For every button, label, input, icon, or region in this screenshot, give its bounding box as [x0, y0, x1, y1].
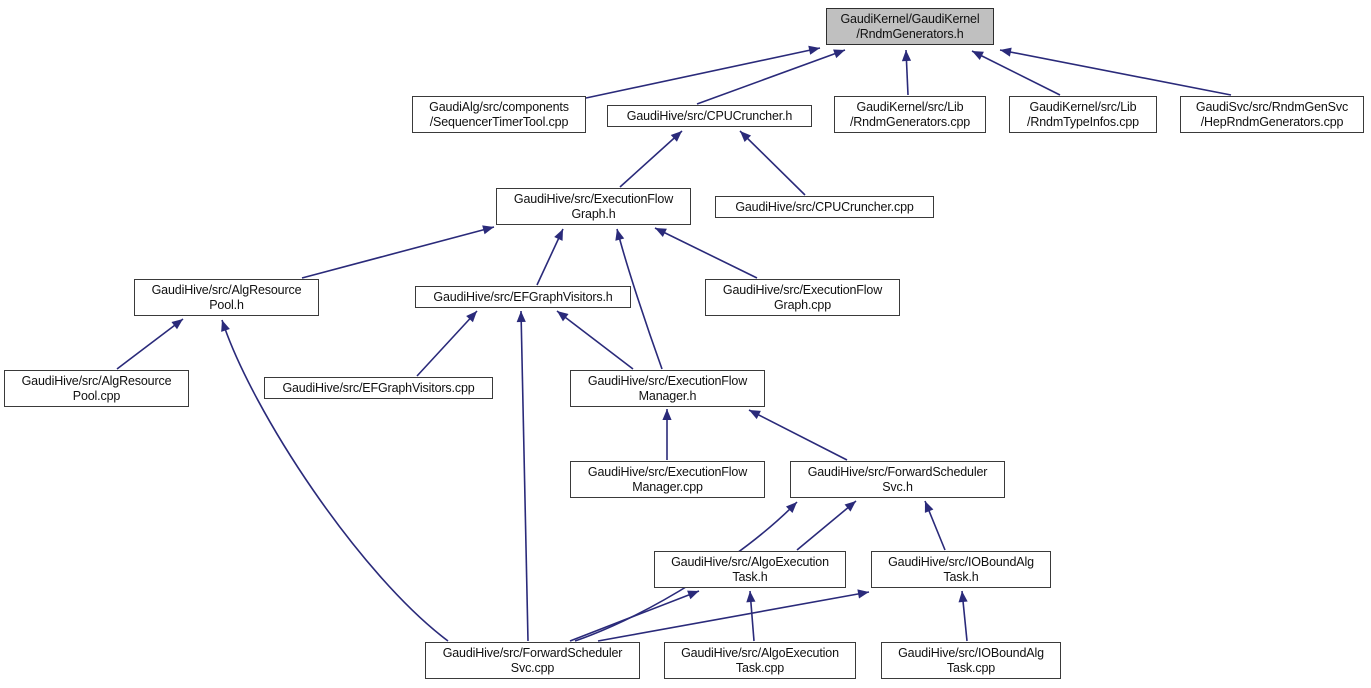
- graph-node-algresourcepool_h[interactable]: GaudiHive/src/AlgResource Pool.h: [134, 279, 319, 316]
- graph-edge-ioboundalgtask_h-to-forwardschedulersvc_h: [924, 500, 946, 551]
- graph-node-executionflowmanager_h[interactable]: GaudiHive/src/ExecutionFlow Manager.h: [570, 370, 765, 407]
- graph-edge-forwardschedulersvc_cpp-to-efgraphvisitors_h: [516, 310, 529, 642]
- graph-node-label: GaudiSvc/src/RndmGenSvc /HepRndmGenerato…: [1195, 99, 1349, 129]
- graph-node-label: GaudiHive/src/AlgoExecution Task.h: [671, 554, 829, 584]
- graph-node-forwardschedulersvc_cpp[interactable]: GaudiHive/src/ForwardScheduler Svc.cpp: [425, 642, 640, 679]
- graph-node-lib_rndmgenerators_cpp[interactable]: GaudiKernel/src/Lib /RndmGenerators.cpp: [834, 96, 986, 133]
- graph-node-label: GaudiHive/src/ExecutionFlow Manager.cpp: [587, 464, 748, 494]
- arrowhead-icon: [958, 591, 968, 603]
- graph-edge-executionflowgraph_cpp-to-executionflowgraph_h: [654, 227, 758, 279]
- arrowhead-icon: [857, 589, 869, 599]
- graph-node-cpucruncher_cpp[interactable]: GaudiHive/src/CPUCruncher.cpp: [715, 196, 934, 218]
- graph-node-label: GaudiHive/src/ExecutionFlow Graph.h: [513, 191, 674, 221]
- arrowhead-icon: [833, 49, 845, 59]
- graph-node-label: GaudiAlg/src/components /SequencerTimerT…: [429, 99, 569, 129]
- arrowhead-icon: [655, 228, 667, 237]
- arrowhead-icon: [746, 591, 756, 603]
- graph-node-algoexecutiontask_cpp[interactable]: GaudiHive/src/AlgoExecution Task.cpp: [664, 642, 856, 679]
- arrowhead-icon: [554, 229, 563, 241]
- graph-node-efgraphvisitors_h[interactable]: GaudiHive/src/EFGraphVisitors.h: [415, 286, 631, 308]
- arrowhead-icon: [662, 409, 672, 420]
- graph-edge-algresourcepool_h-to-executionflowgraph_h: [301, 225, 495, 279]
- graph-edge-algresourcepool_cpp-to-algresourcepool_h: [116, 318, 184, 370]
- graph-edge-forwardschedulersvc_cpp-to-algresourcepool_h: [221, 319, 449, 642]
- arrowhead-icon: [516, 311, 526, 323]
- graph-node-label: GaudiHive/src/AlgoExecution Task.cpp: [681, 645, 839, 675]
- graph-node-label: GaudiHive/src/EFGraphVisitors.cpp: [282, 380, 475, 395]
- graph-node-label: GaudiKernel/src/Lib /RndmGenerators.cpp: [849, 99, 971, 129]
- graph-edge-algoexecutiontask_h-to-forwardschedulersvc_h: [796, 500, 857, 551]
- graph-edge-efgraphvisitors_cpp-to-efgraphvisitors_h: [416, 310, 478, 377]
- graph-edge-executionflowmanager_cpp-to-executionflowmanager_h: [662, 409, 672, 460]
- arrowhead-icon: [557, 311, 569, 322]
- graph-node-executionflowgraph_cpp[interactable]: GaudiHive/src/ExecutionFlow Graph.cpp: [705, 279, 900, 316]
- graph-edge-algoexecutiontask_cpp-to-algoexecutiontask_h: [746, 590, 756, 642]
- graph-node-label: GaudiHive/src/CPUCruncher.h: [626, 108, 793, 123]
- graph-node-label: GaudiHive/src/ExecutionFlow Manager.h: [587, 373, 748, 403]
- arrowhead-icon: [749, 410, 761, 420]
- graph-edge-forwardschedulersvc_cpp-to-ioboundalgtask_h: [597, 589, 870, 642]
- arrowhead-icon: [808, 45, 820, 55]
- arrowhead-icon: [924, 501, 934, 513]
- graph-node-label: GaudiHive/src/ForwardScheduler Svc.h: [807, 464, 988, 494]
- graph-node-algoexecutiontask_h[interactable]: GaudiHive/src/AlgoExecution Task.h: [654, 551, 846, 588]
- graph-node-executionflowgraph_h[interactable]: GaudiHive/src/ExecutionFlow Graph.h: [496, 188, 691, 225]
- graph-edge-heprndmgenerators_cpp-to-rndmgenerators_h: [999, 47, 1232, 96]
- graph-edge-executionflowmanager_h-to-efgraphvisitors_h: [556, 310, 634, 370]
- graph-node-executionflowmanager_cpp[interactable]: GaudiHive/src/ExecutionFlow Manager.cpp: [570, 461, 765, 498]
- graph-node-ioboundalgtask_cpp[interactable]: GaudiHive/src/IOBoundAlg Task.cpp: [881, 642, 1061, 679]
- graph-edge-cpucruncher_cpp-to-cpucruncher_h: [739, 130, 806, 196]
- graph-node-label: GaudiHive/src/IOBoundAlg Task.cpp: [898, 645, 1044, 675]
- graph-edge-forwardschedulersvc_h-to-executionflowmanager_h: [748, 409, 848, 461]
- graph-edge-sequencertimertool_cpp-to-rndmgenerators_h: [585, 45, 821, 99]
- arrowhead-icon: [171, 319, 183, 330]
- graph-node-label: GaudiKernel/src/Lib /RndmTypeInfos.cpp: [1027, 99, 1139, 129]
- graph-edge-forwardschedulersvc_cpp-to-algoexecutiontask_h: [569, 590, 700, 642]
- graph-node-heprndmgenerators_cpp[interactable]: GaudiSvc/src/RndmGenSvc /HepRndmGenerato…: [1180, 96, 1364, 133]
- arrowhead-icon: [466, 311, 477, 323]
- arrowhead-icon: [687, 590, 699, 600]
- arrowhead-icon: [482, 225, 494, 235]
- graph-edge-lib_rndmgenerators_cpp-to-rndmgenerators_h: [901, 49, 912, 96]
- graph-node-label: GaudiHive/src/ExecutionFlow Graph.cpp: [722, 282, 883, 312]
- graph-node-label: GaudiHive/src/CPUCruncher.cpp: [735, 199, 914, 214]
- graph-node-rndmgenerators_h[interactable]: GaudiKernel/GaudiKernel /RndmGenerators.…: [826, 8, 994, 45]
- graph-node-lib_rndmtypeinfos_cpp[interactable]: GaudiKernel/src/Lib /RndmTypeInfos.cpp: [1009, 96, 1157, 133]
- graph-node-efgraphvisitors_cpp[interactable]: GaudiHive/src/EFGraphVisitors.cpp: [264, 377, 493, 399]
- graph-edge-executionflowmanager_h-to-executionflowgraph_h: [615, 228, 663, 370]
- graph-edge-lib_rndmtypeinfos_cpp-to-rndmgenerators_h: [971, 50, 1061, 96]
- graph-node-label: GaudiHive/src/AlgResource Pool.h: [151, 282, 302, 312]
- arrowhead-icon: [972, 51, 984, 61]
- arrowhead-icon: [221, 320, 230, 332]
- graph-node-algresourcepool_cpp[interactable]: GaudiHive/src/AlgResource Pool.cpp: [4, 370, 189, 407]
- graph-node-ioboundalgtask_h[interactable]: GaudiHive/src/IOBoundAlg Task.h: [871, 551, 1051, 588]
- graph-node-forwardschedulersvc_h[interactable]: GaudiHive/src/ForwardScheduler Svc.h: [790, 461, 1005, 498]
- graph-node-cpucruncher_h[interactable]: GaudiHive/src/CPUCruncher.h: [607, 105, 812, 127]
- arrowhead-icon: [670, 131, 682, 142]
- graph-edge-cpucruncher_h-to-rndmgenerators_h: [696, 49, 846, 105]
- arrowhead-icon: [785, 502, 797, 514]
- graph-node-label: GaudiHive/src/AlgResource Pool.cpp: [21, 373, 172, 403]
- graph-node-label: GaudiHive/src/EFGraphVisitors.h: [433, 289, 613, 304]
- graph-node-sequencertimertool_cpp[interactable]: GaudiAlg/src/components /SequencerTimerT…: [412, 96, 586, 133]
- graph-node-label: GaudiHive/src/ForwardScheduler Svc.cpp: [442, 645, 623, 675]
- graph-node-label: GaudiKernel/GaudiKernel /RndmGenerators.…: [840, 11, 980, 41]
- arrowhead-icon: [1000, 47, 1012, 57]
- graph-node-label: GaudiHive/src/IOBoundAlg Task.h: [888, 554, 1034, 584]
- arrowhead-icon: [844, 501, 856, 512]
- arrowhead-icon: [740, 131, 752, 142]
- arrowhead-icon: [615, 229, 625, 241]
- graph-edge-executionflowgraph_h-to-cpucruncher_h: [619, 130, 683, 188]
- graph-edge-ioboundalgtask_cpp-to-ioboundalgtask_h: [958, 590, 968, 642]
- graph-edge-efgraphvisitors_h-to-executionflowgraph_h: [536, 228, 564, 286]
- arrowhead-icon: [901, 50, 912, 62]
